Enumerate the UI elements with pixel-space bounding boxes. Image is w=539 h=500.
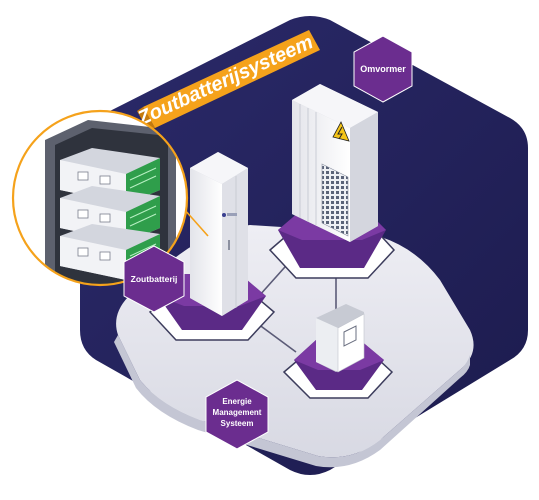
label-omvormer: Omvormer xyxy=(353,35,413,103)
battery-cabinet-icon xyxy=(190,152,248,316)
label-ems-line2: Management xyxy=(213,408,262,417)
label-ems: Energie Management Systeem xyxy=(205,379,269,450)
label-ems-line3: Systeem xyxy=(221,419,254,428)
energy-management-controller-icon xyxy=(316,304,365,373)
inverter-cabinet xyxy=(292,84,378,242)
label-ems-line1: Energie xyxy=(222,397,252,406)
label-zoutbatterij-text: Zoutbatterij xyxy=(131,274,178,284)
high-voltage-warning-icon xyxy=(332,121,350,142)
label-omvormer-text: Omvormer xyxy=(360,64,406,74)
label-zoutbatterij: Zoutbatterij xyxy=(123,245,185,313)
